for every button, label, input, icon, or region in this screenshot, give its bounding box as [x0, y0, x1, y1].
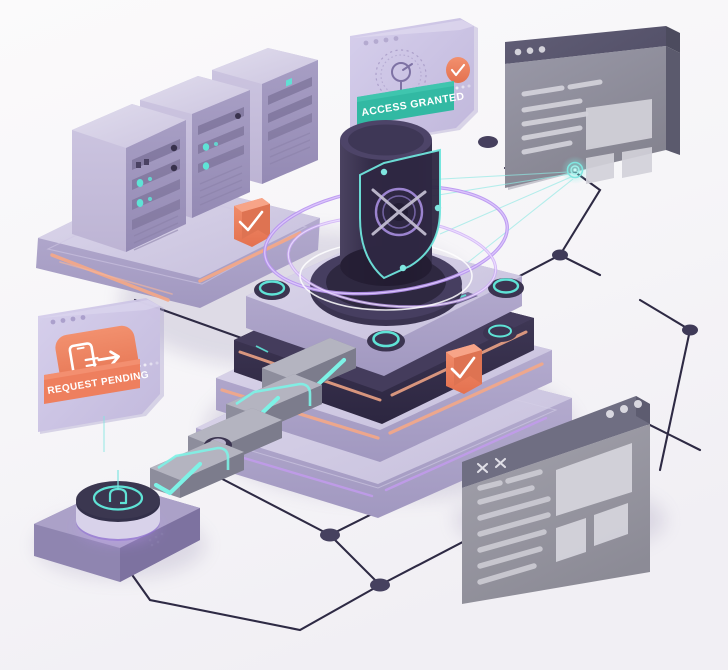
- card-window-dots: [363, 36, 399, 46]
- server-approved-tag[interactable]: [234, 198, 270, 247]
- window-titlebar: [462, 396, 650, 488]
- access-granted-card[interactable]: ACCESS GRANTED: [350, 18, 478, 182]
- close-marks: [476, 457, 507, 474]
- window-control-dots: [606, 400, 642, 418]
- step-block: [150, 440, 244, 498]
- circuit-trace: [235, 382, 312, 406]
- server-led-panel: [132, 139, 180, 251]
- window-panel-blocks: [586, 99, 652, 184]
- card-window-dots: [50, 315, 86, 325]
- access-button-pad[interactable]: [34, 470, 200, 582]
- request-pending-card[interactable]: REQUEST PENDING: [38, 298, 164, 452]
- check-icon: [238, 210, 264, 232]
- vault-latch: [478, 136, 498, 148]
- server-led-panel: [268, 77, 312, 165]
- shield-node: [380, 168, 388, 176]
- server-led-panel: [198, 107, 244, 206]
- check-icon: [153, 461, 203, 496]
- security-shield[interactable]: [359, 148, 442, 280]
- window-control-dots: [514, 46, 546, 56]
- server-rack-front: [72, 104, 186, 252]
- access-granted-banner[interactable]: ACCESS GRANTED: [357, 81, 465, 126]
- browser-window-top-right[interactable]: [423, 26, 680, 265]
- window-text-lines: [477, 469, 551, 585]
- platform-approved-tag[interactable]: [446, 344, 482, 394]
- shield-node: [434, 204, 442, 212]
- window-panel-blocks: [556, 443, 632, 562]
- window-text-lines: [521, 79, 603, 155]
- status-check-badge[interactable]: [446, 57, 470, 83]
- circuit-trace: [157, 446, 230, 470]
- signal-node[interactable]: [561, 156, 589, 184]
- browser-window-bottom-right[interactable]: [462, 396, 650, 604]
- platform-node-rings[interactable]: [254, 278, 524, 352]
- check-icon: [450, 356, 476, 379]
- window-titlebar: [505, 26, 666, 64]
- shield-node: [399, 264, 407, 272]
- vault-dial: [371, 187, 427, 237]
- verification-step-blocks: [150, 338, 356, 498]
- pad-vent-dots: [148, 532, 164, 547]
